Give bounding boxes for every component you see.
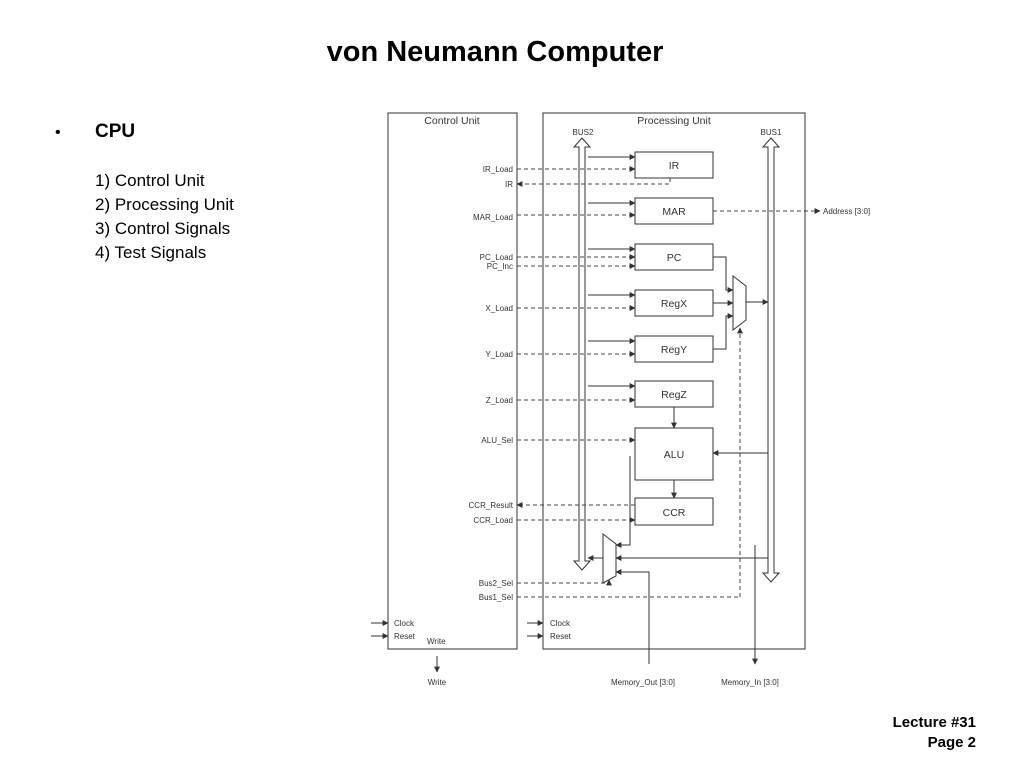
- bullet-row: • CPU: [55, 121, 335, 143]
- page-number: Page 2: [927, 734, 976, 751]
- bullet-dot-icon: •: [55, 124, 61, 141]
- bus1-arrow: [761, 137, 781, 583]
- item-test-signals: 4) Test Signals: [95, 243, 207, 262]
- ir-label: IR: [669, 160, 680, 172]
- pc-label: PC: [667, 252, 682, 264]
- sig-ir-load: IR_Load: [483, 165, 513, 174]
- control-unit-label: Control Unit: [424, 115, 480, 127]
- sig-pc-inc: PC_Inc: [487, 262, 513, 271]
- bus2-label: BUS2: [573, 128, 594, 137]
- cu-write-label: Write: [427, 637, 446, 646]
- bullet-list: • CPU 1) Control Unit 2) Processing Unit…: [55, 121, 335, 265]
- bus2-mux: [602, 532, 617, 584]
- ir-box: [634, 151, 714, 179]
- lecture-number: Lecture #31: [892, 714, 976, 731]
- alu-box: [634, 427, 714, 481]
- sig-pc-load: PC_Load: [480, 253, 513, 262]
- regy-label: RegY: [661, 344, 687, 356]
- processing-unit-label: Processing Unit: [637, 115, 711, 127]
- bullet-cpu: CPU: [95, 121, 136, 142]
- ir-feedback-line: [516, 178, 671, 187]
- bus1-label: BUS1: [761, 128, 782, 137]
- sig-x-load: X_Load: [485, 304, 513, 313]
- sig-ir: IR: [505, 180, 513, 189]
- ccr-label: CCR: [663, 507, 686, 519]
- regx-label: RegX: [661, 298, 687, 310]
- cu-clock-label: Clock: [394, 619, 415, 628]
- bus1-mux: [732, 274, 747, 332]
- regz-label: RegZ: [661, 389, 687, 401]
- address-label: Address [3:0]: [823, 207, 870, 216]
- mar-box: [634, 197, 714, 225]
- memory-out-label: Memory_Out [3:0]: [611, 678, 675, 687]
- sig-mar-load: MAR_Load: [473, 213, 513, 222]
- alu-label: ALU: [664, 449, 684, 461]
- item-processing-unit: 2) Processing Unit: [95, 195, 234, 214]
- bus2-sel-line: [517, 579, 612, 586]
- control-unit-box: [387, 112, 518, 650]
- write-label: Write: [428, 678, 447, 687]
- memory-in-label: Memory_In [3:0]: [721, 678, 779, 687]
- sig-bus1-sel: Bus1_Sel: [479, 593, 513, 602]
- sig-alu-sel: ALU_Sel: [481, 436, 513, 445]
- slide-footer: Lecture #31 Page 2: [893, 713, 976, 753]
- control-signal-lines: [517, 166, 636, 523]
- mar-label: MAR: [662, 206, 686, 218]
- regy-box: [634, 335, 714, 363]
- cu-reset-label: Reset: [394, 632, 416, 641]
- item-control-unit: 1) Control Unit: [95, 171, 205, 190]
- bus2-feeds: [588, 154, 636, 389]
- sig-bus2-sel: Bus2_Sel: [479, 579, 513, 588]
- pu-reset-label: Reset: [550, 632, 572, 641]
- item-control-signals: 3) Control Signals: [95, 219, 231, 238]
- regx-box: [634, 289, 714, 317]
- sig-ccr-load: CCR_Load: [473, 516, 513, 525]
- sig-z-load: Z_Load: [486, 396, 513, 405]
- sig-y-load: Y_Load: [485, 350, 513, 359]
- pu-clock-label: Clock: [550, 619, 571, 628]
- cpu-items: 1) Control Unit 2) Processing Unit 3) Co…: [95, 169, 335, 265]
- ccr-box: [634, 497, 714, 526]
- slide-title: von Neumann Computer: [326, 36, 664, 68]
- sig-ccr-result: CCR_Result: [469, 501, 514, 510]
